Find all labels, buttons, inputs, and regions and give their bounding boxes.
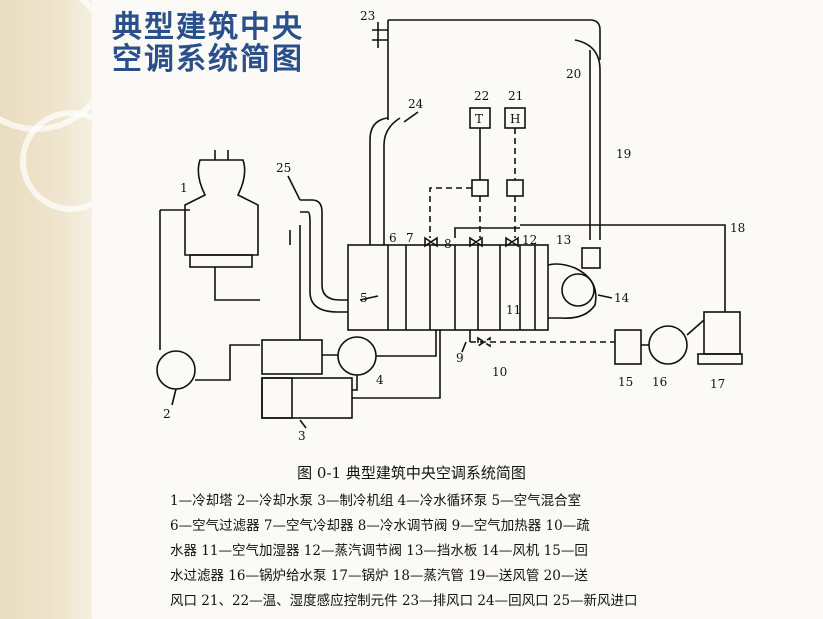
component-number-labels: 23 20 24 22 21 19 18 25 1 6 7 8 12 13 5 … bbox=[163, 9, 745, 443]
label-12: 12 bbox=[522, 233, 537, 247]
exhaust-outlet bbox=[372, 22, 388, 48]
label-22: 22 bbox=[474, 89, 489, 103]
room-outline bbox=[387, 19, 601, 120]
cooling-water-pump bbox=[156, 350, 196, 390]
label-2: 2 bbox=[163, 407, 171, 421]
fan bbox=[547, 263, 597, 320]
legend-line-4: 水过滤器 16—锅炉给水泵 17—锅炉 18—蒸汽管 19—送风管 20—送 bbox=[170, 568, 588, 584]
label-18: 18 bbox=[730, 221, 745, 235]
label-4: 4 bbox=[376, 373, 384, 387]
legend-line-3: 水器 11—空气加湿器 12—蒸汽调节阀 13—挡水板 14—风机 15—回 bbox=[170, 543, 588, 559]
cooling-tower bbox=[184, 159, 259, 256]
label-19: 19 bbox=[616, 147, 631, 161]
chiller-upper bbox=[261, 339, 323, 375]
label-7: 7 bbox=[406, 231, 414, 245]
sensor-T-label: T bbox=[475, 112, 483, 126]
legend-line-5: 风口 21、22—温、湿度感应控制元件 23—排风口 24—回风口 25—新风进… bbox=[170, 593, 638, 609]
label-13: 13 bbox=[556, 233, 571, 247]
label-11: 11 bbox=[506, 303, 521, 317]
label-3: 3 bbox=[298, 429, 306, 443]
label-5: 5 bbox=[360, 291, 368, 305]
title-line-2: 空调系统简图 bbox=[112, 42, 304, 77]
chiller-lower bbox=[261, 377, 353, 419]
hvac-system-diagram: 23 20 24 22 21 19 18 25 1 6 7 8 12 13 5 … bbox=[156, 9, 745, 443]
label-24: 24 bbox=[408, 97, 424, 111]
supply-air-duct bbox=[574, 39, 601, 240]
title-line-1: 典型建筑中央 bbox=[112, 10, 304, 45]
slide-title: 典型建筑中央 空调系统简图 bbox=[112, 12, 304, 76]
air-handling-unit bbox=[347, 244, 549, 331]
return-water-filter bbox=[614, 329, 642, 365]
label-14: 14 bbox=[614, 291, 630, 305]
fresh-air-duct bbox=[300, 199, 348, 313]
label-17: 17 bbox=[710, 377, 725, 391]
label-23: 23 bbox=[360, 9, 375, 23]
steam-pipe bbox=[520, 224, 726, 312]
label-10: 10 bbox=[492, 365, 507, 379]
figure-caption: 图 0-1 典型建筑中央空调系统简图 bbox=[297, 464, 526, 482]
sensor-H-label: H bbox=[510, 112, 520, 126]
label-15: 15 bbox=[618, 375, 633, 389]
legend-line-1: 1—冷却塔 2—冷却水泵 3—制冷机组 4—冷水循环泵 5—空气混合室 bbox=[170, 493, 582, 509]
label-6: 6 bbox=[389, 231, 397, 245]
label-1: 1 bbox=[180, 181, 188, 195]
boiler-feed-pump bbox=[648, 325, 688, 365]
label-9: 9 bbox=[456, 351, 464, 365]
legend-line-2: 6—空气过滤器 7—空气冷却器 8—冷水调节阀 9—空气加热器 10—疏 bbox=[170, 518, 590, 534]
document-page bbox=[92, 0, 823, 619]
chilled-water-pump bbox=[337, 336, 377, 376]
label-21: 21 bbox=[508, 89, 523, 103]
label-8: 8 bbox=[444, 237, 452, 251]
label-20: 20 bbox=[566, 67, 581, 81]
label-25: 25 bbox=[276, 161, 291, 175]
label-16: 16 bbox=[652, 375, 667, 389]
return-air-duct bbox=[369, 117, 401, 245]
boiler bbox=[703, 311, 741, 355]
